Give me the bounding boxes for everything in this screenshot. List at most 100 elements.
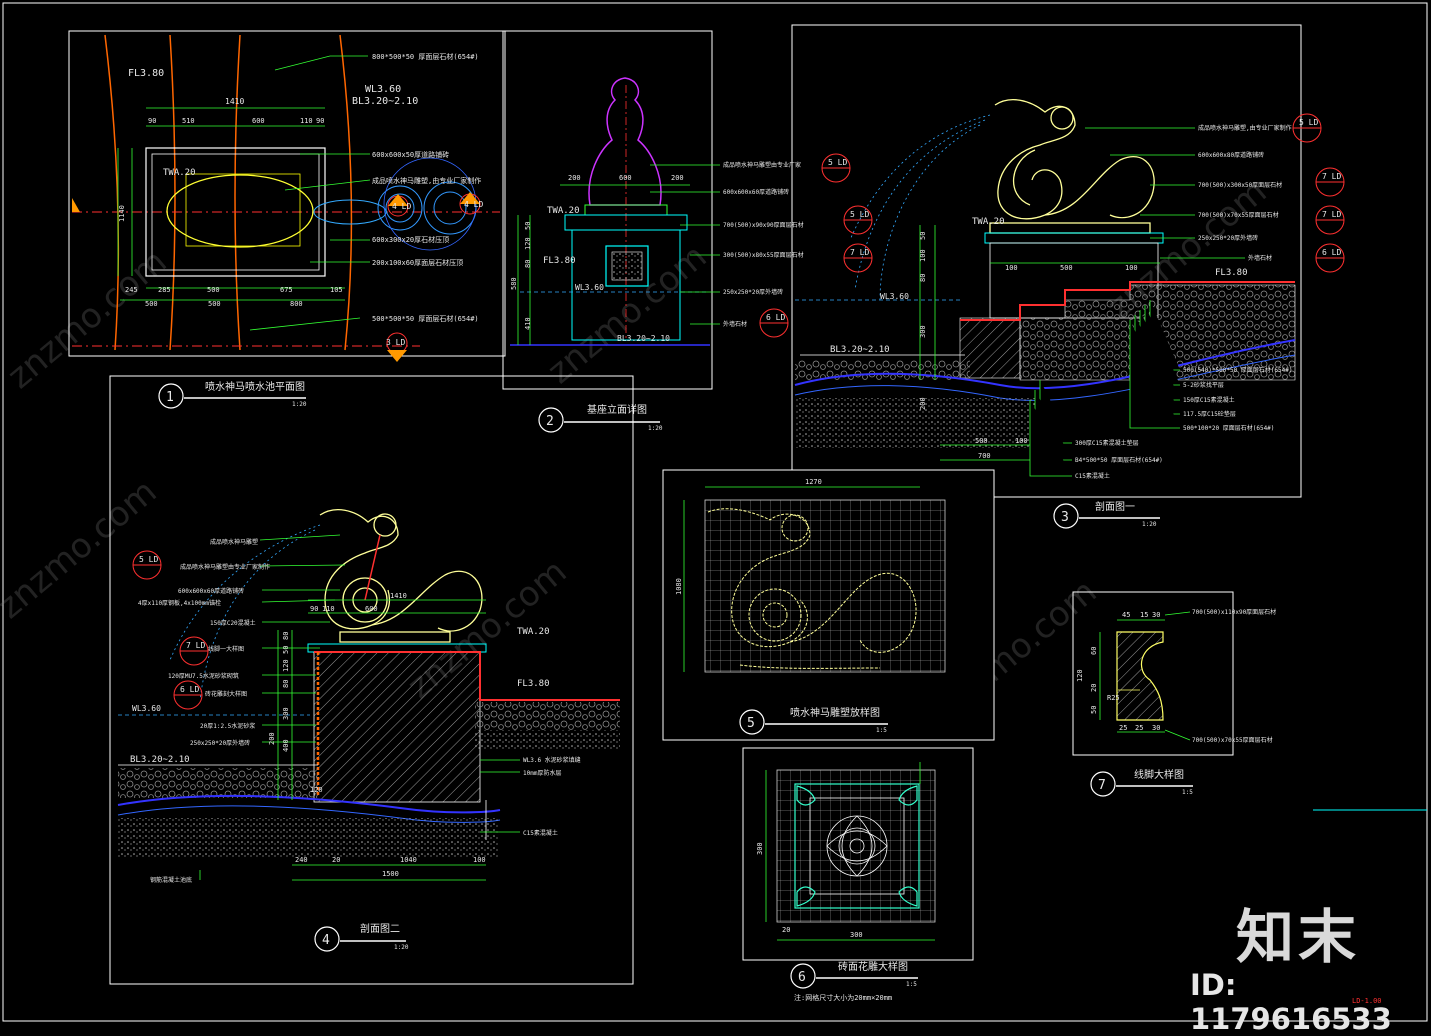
svg-text:1:5: 1:5 [1182,789,1193,796]
elev-dim: 200 [568,174,581,182]
brand-logo: 知末 [1236,903,1361,971]
plan-dim: 600 [252,117,265,125]
watermark-text: znzmo.com [0,242,174,397]
svg-text:5: 5 [747,716,755,731]
view-title-6: 6 砖面花雕大样图 1:5 注:网格尺寸大小为20mm×20mm [790,960,918,1002]
view-molding: 45 15 30 60 120 20 50 25 25 30 R25 700(5… [1072,591,1276,797]
molding-dim: 30 [1152,724,1160,732]
elev-callout: 700(500)x90x90厚面层石材 [723,221,804,229]
elev-dim: 80 [524,260,532,268]
molding-dim: 45 [1122,611,1130,619]
plan-dim: 245 [125,286,138,294]
sec2-dim: 50 [282,646,290,654]
svg-text:剖面图二: 剖面图二 [360,922,400,935]
sec1-callout: 600x600x80厚道路铺砖 [1198,151,1264,159]
section-tag: 3 LD [386,332,408,362]
elev-fl: FL3.80 [543,256,576,266]
sec1-dim: 100 [1015,437,1028,445]
elev-dim: 200 [671,174,684,182]
svg-text:注:网格尺寸大小为20mm×20mm: 注:网格尺寸大小为20mm×20mm [794,993,892,1002]
plan-callout: 600x300x20厚石材压顶 [372,235,449,244]
tile-ornament [826,815,888,877]
molding-dim: 15 [1140,611,1148,619]
svg-text:3 LD: 3 LD [386,338,405,347]
plan-side-dim: 1140 [118,205,126,222]
plan-callout: 800*500*50 厚面层石材(654#) [372,52,479,61]
sec2-callout: 150厚C20混凝土 [210,619,256,627]
svg-text:5 LD: 5 LD [139,555,158,564]
sec2-callout: 20厚1:2.5水泥砂浆 [200,722,255,730]
molding-callout: 700(500)x110x90厚面层石材 [1192,608,1276,616]
svg-text:1:20: 1:20 [648,425,663,432]
sec2-dim: 80 [282,680,290,688]
svg-text:7 LD: 7 LD [850,248,869,257]
svg-text:1:20: 1:20 [1142,521,1157,528]
svg-text:6 LD: 6 LD [180,685,199,694]
svg-text:线脚大样图: 线脚大样图 [1134,768,1184,781]
view-title-1: 1 喷水神马喷水池平面图 1:20 [158,380,307,409]
view-title-4: 4 剖面图二 1:20 [314,922,409,952]
molding-dim: 60 [1090,647,1098,655]
sec1-callout: 外墙石材 [1248,254,1272,262]
sec2-callout: 120厚MU7.5水泥砂浆砌筑 [168,672,239,680]
svg-text:5 LD: 5 LD [850,210,869,219]
view-plan: FL3.80 WL3.60 BL3.20~2.10 TWA.20 1410 90… [68,30,506,409]
sec1-callout: 500*100*20 厚面层石材(654#) [1183,424,1274,432]
sec2-dim: 100 [473,856,486,864]
plan-dim: 800 [290,300,303,308]
elev-dim: 50 [524,222,532,230]
sec1-dim: 100 [1005,264,1018,272]
svg-text:1: 1 [166,390,174,405]
sec1-callout: 5-2砂浆找平层 [1183,381,1224,389]
sec2-callout: 成品喷水神马雕塑 [210,538,258,546]
section-tag: 6 LD [1315,243,1345,273]
svg-text:5 LD: 5 LD [828,158,847,167]
pattern-dragon-outline [707,508,917,669]
sec2-callout: 10mm厚防水层 [523,769,561,777]
svg-text:4: 4 [322,933,330,948]
view-title-5: 5 喷水神马雕塑放样图 1:5 [739,706,888,735]
plan-wl-label: WL3.60 [365,84,401,95]
section-tag: 5 LD [132,550,162,580]
plan-dim: 675 [280,286,293,294]
section-tag: 6 LD [759,308,789,338]
sec1-twa: TWA.20 [972,217,1005,227]
view-elevation: TWA.20 FL3.80 WL3.60 BL3.20~2.10 200 600… [502,30,851,433]
elev-callout: 300(500)x80x55厚面层石材 [723,251,804,259]
sec1-callout: 700(500)x300x50厚面层石材 [1198,181,1282,189]
sec1-dim: 500 [975,437,988,445]
svg-text:7 LD: 7 LD [1322,210,1341,219]
view-title-7: 7 线脚大样图 1:5 [1090,768,1193,797]
svg-text:喷水神马雕塑放样图: 喷水神马雕塑放样图 [790,706,880,719]
elev-callout: 250x250*20厚外墙砖 [723,288,783,296]
dragon-sculpture [989,99,1155,234]
sec2-dim: 1040 [400,856,417,864]
molding-dim: 25 [1135,724,1143,732]
sec1-callout: B4*500*50 厚面层石材(654#) [1075,456,1163,464]
molding-dim: 50 [1090,706,1098,714]
sec1-callout: 117.5厚C15砼垫层 [1183,410,1236,418]
sec2-callout: 钢筋混凝土池底 [150,876,192,884]
plan-dim: 90 [148,117,156,125]
svg-text:4 LD: 4 LD [392,202,411,211]
svg-text:6: 6 [798,970,806,985]
molding-radius: R25 [1107,694,1120,702]
svg-text:基座立面详图: 基座立面详图 [587,403,647,416]
molding-dim: 120 [1076,669,1084,682]
plan-callout: 200x100x60厚面层石材压顶 [372,258,463,267]
sec2-callout: 250x250*20厚外墙砖 [190,739,250,747]
sec2-callout: WL3.6 水泥砂浆填缝 [523,756,581,764]
section-tag: 5 LD [821,153,851,183]
tile-width-dim: 300 [850,931,863,939]
sec1-callout: 成品喷水神马雕塑,由专业厂家制作 [1198,124,1292,132]
dragon-sculpture [319,509,483,643]
plan-callout: 500*500*50 厚面层石材(654#) [372,314,479,323]
sec2-bl: BL3.20~2.10 [130,755,190,765]
section-tag: 7 LD [843,243,873,273]
sec1-dim: 50 [919,232,927,240]
svg-text:1:5: 1:5 [876,727,887,734]
sec2-fl: FL3.80 [517,679,550,689]
sec2-dim: 400 [282,739,290,752]
sec1-callout: C15素混凝土 [1075,472,1110,480]
